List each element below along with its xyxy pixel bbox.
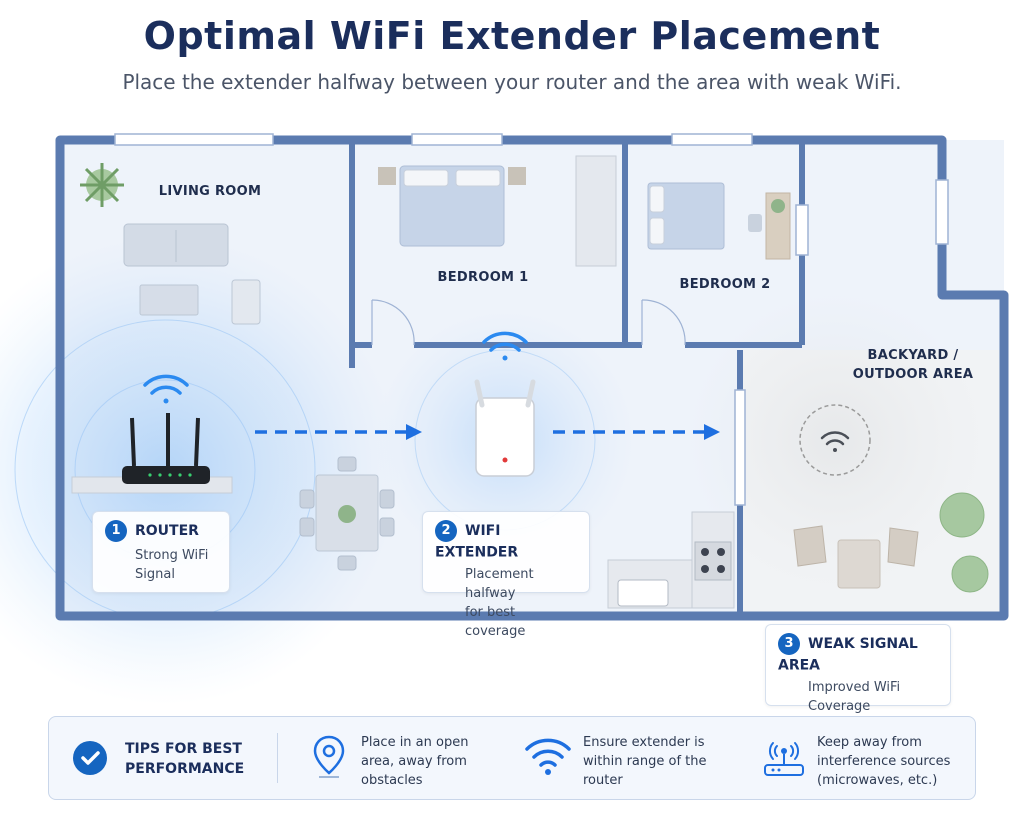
arrow-router-to-extender [255,424,422,440]
tip-line: Keep away from [817,735,922,750]
callout-title: WEAK SIGNAL AREA [778,636,918,674]
room-label-living-room: LIVING ROOM [158,184,262,199]
callout-number: 3 [778,633,800,655]
tip-line: Ensure extender is [583,735,705,750]
wardrobe [575,155,617,267]
callout-line: Signal [135,567,175,582]
tip-line: area, away from [361,754,467,769]
bed-icon [378,165,526,247]
sofa-icon [123,223,229,267]
extender-device-icon [474,379,536,477]
page-title: Optimal WiFi Extender Placement [143,14,881,58]
arrow-extender-to-weak [553,424,720,440]
tip-line: interference sources [817,754,951,769]
callout-title: ROUTER [135,523,199,539]
room-label-backyard: BACKYARD / OUTDOOR AREA [840,346,986,384]
coffee-table [139,284,199,316]
tip-line: (microwaves, etc.) [817,773,938,788]
callout-line: Placement halfway [465,567,534,601]
tips-title-line: PERFORMANCE [125,761,245,777]
backyard-line-1: BACKYARD / [867,348,959,363]
checkmark-icon [73,741,107,775]
callout-line: Coverage [808,699,871,714]
tip-line: within range of the [583,754,707,769]
callout-line: Strong WiFi [135,548,209,563]
extender-wifi-icon [482,331,528,361]
location-pin-icon [313,735,345,778]
callout-line: for best coverage [465,605,526,639]
interference-icon [764,742,804,776]
callout-title: WIFI EXTENDER [435,523,519,561]
windows [114,133,949,506]
tips-divider [277,733,278,783]
room-label-bedroom-2: BEDROOM 2 [679,277,771,292]
callout-number: 1 [105,520,127,542]
outer-walls [55,135,1009,621]
room-label-bedroom-1: BEDROOM 1 [437,270,529,285]
tips-title: TIPS FOR BEST PERFORMANCE [125,739,265,779]
backyard-line-2: OUTDOOR AREA [852,367,974,382]
patio-set-icon [793,525,919,589]
kitchen-counter [607,511,735,609]
page-subtitle: Place the extender halfway between your … [122,70,902,94]
weak-signal-ring [799,404,871,476]
shrub-icon [939,492,989,593]
dining-set-icon [299,456,395,571]
interior-walls [349,140,805,616]
router-device-icon [122,413,210,484]
router-wifi-icon [143,374,189,404]
tips-panel: TIPS FOR BEST PERFORMANCE Place in an op… [48,716,976,800]
tips-title-line: TIPS FOR BEST [125,741,242,757]
desk-icon [748,192,791,260]
tip-line: obstacles [361,773,423,788]
plant-icon [80,163,124,207]
tip-line: router [583,773,623,788]
tip-line: Place in an open [361,735,469,750]
wifi-icon [525,738,571,775]
callout-number: 2 [435,520,457,542]
armchair [231,279,261,325]
callout-line: Improved WiFi [808,680,901,695]
bed2-icon [647,182,725,250]
weak-wifi-icon [820,431,850,452]
